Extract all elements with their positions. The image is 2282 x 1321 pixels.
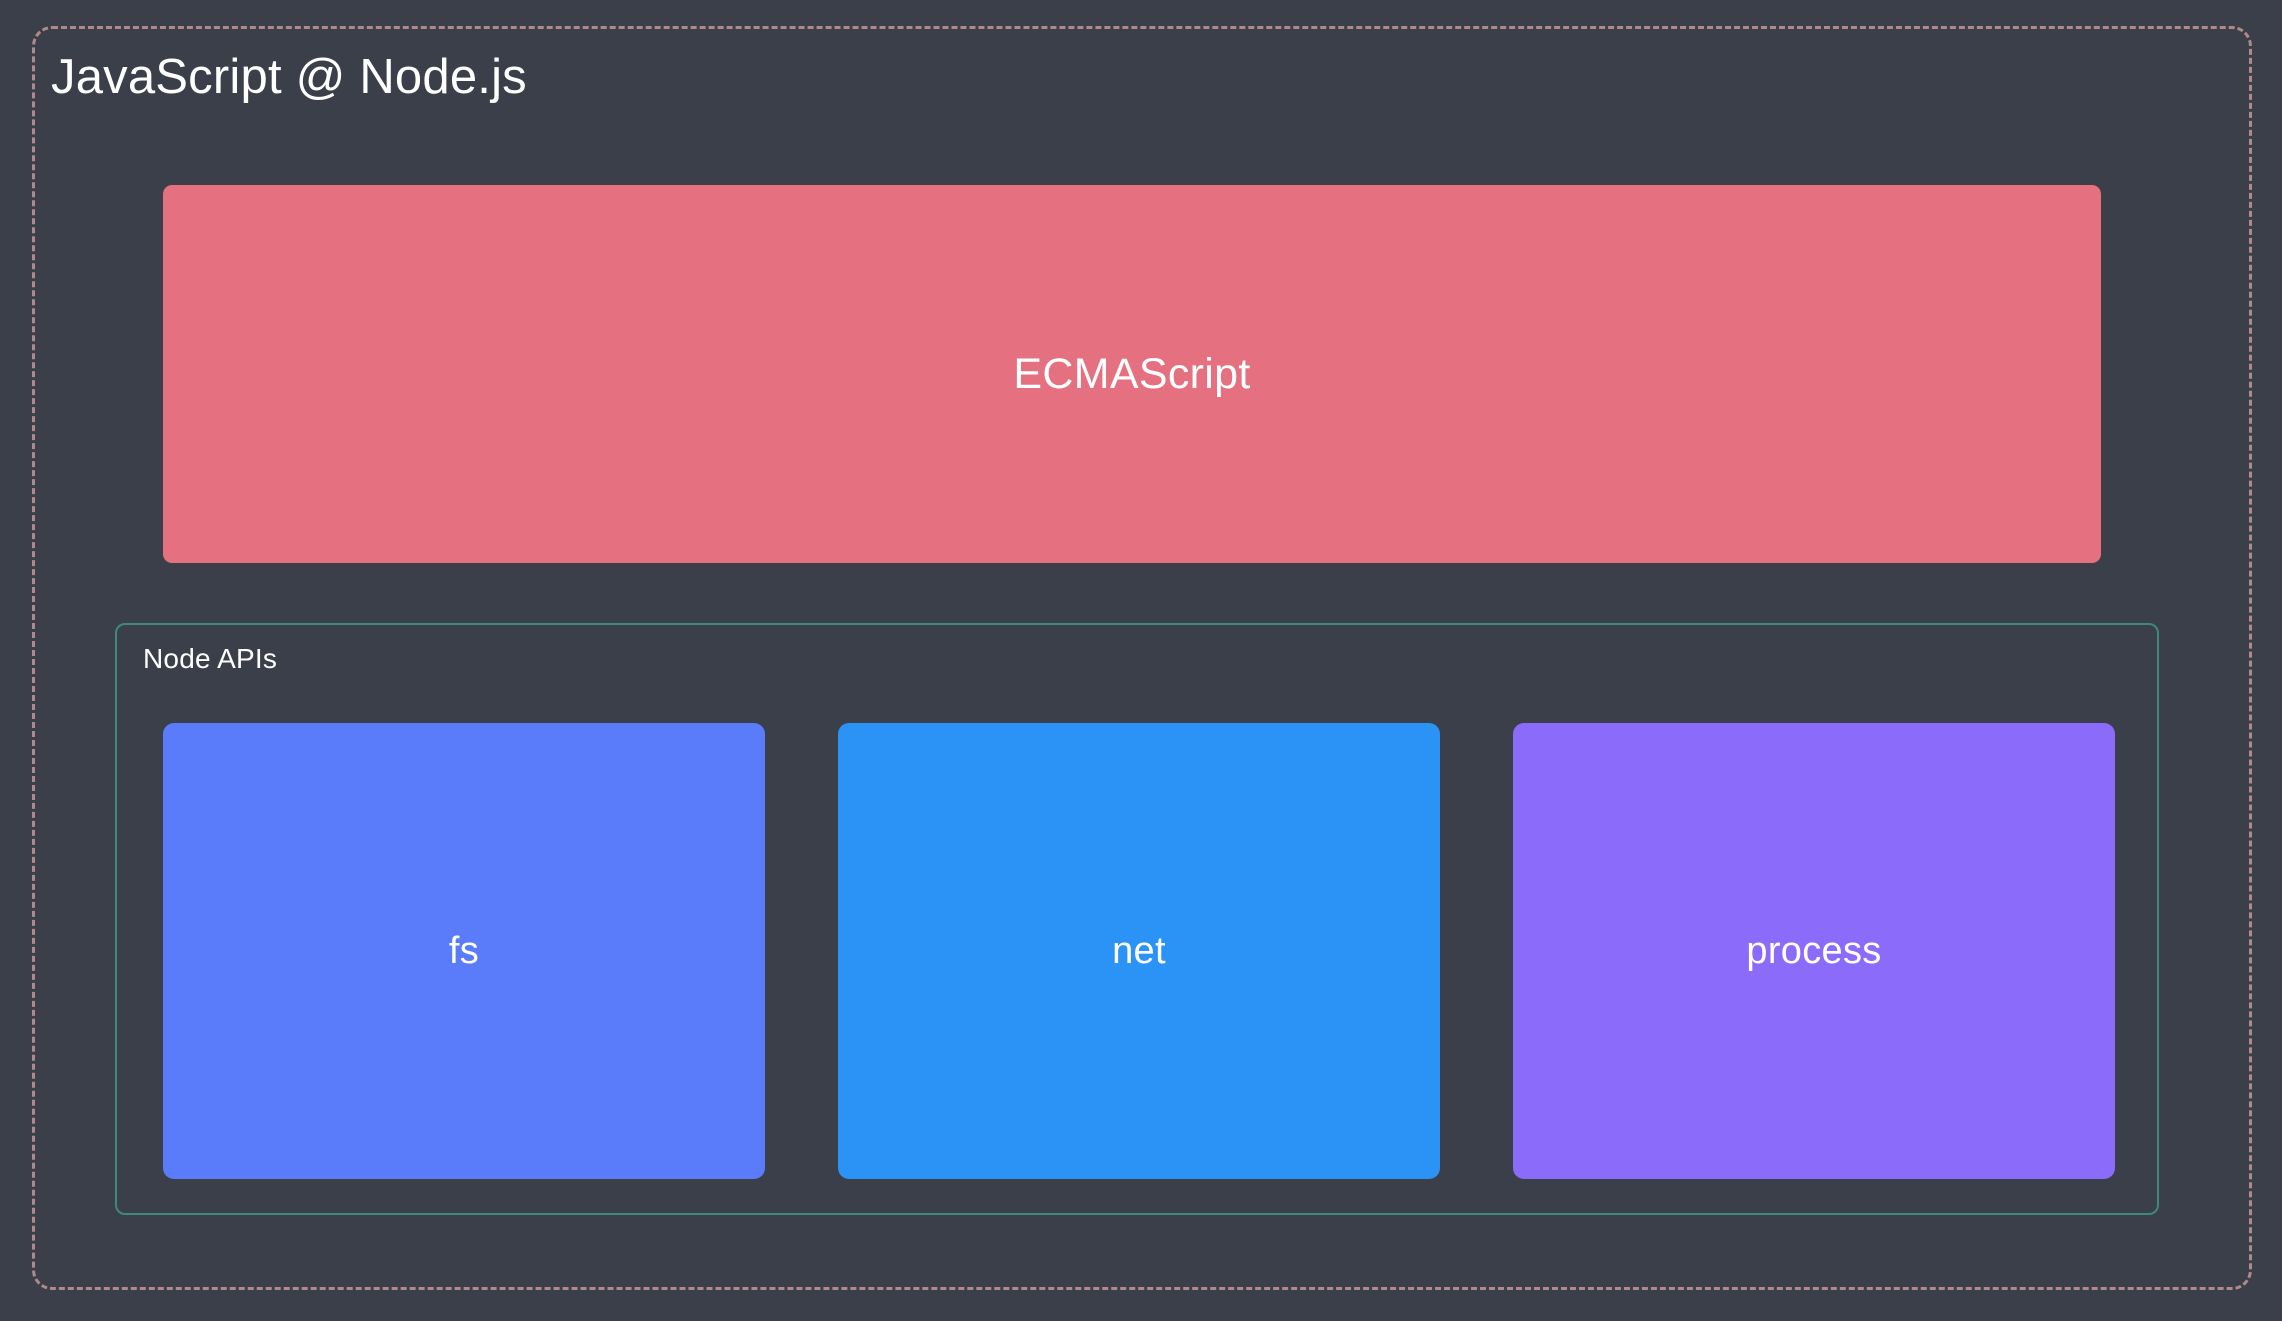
ecmascript-block[interactable]: ECMAScript [163, 185, 2101, 563]
node-apis-module-row: fs net process [163, 723, 2115, 1179]
javascript-node-group: JavaScript @ Node.js ECMAScript Node API… [32, 26, 2252, 1290]
module-label-fs: fs [448, 929, 480, 972]
node-apis-group: Node APIs fs net process [115, 623, 2159, 1215]
ecmascript-block-label: ECMAScript [1013, 349, 1251, 398]
module-box-fs[interactable]: fs [163, 723, 765, 1179]
node-apis-group-title: Node APIs [143, 643, 278, 674]
javascript-node-group-title: JavaScript @ Node.js [51, 50, 527, 104]
module-label-net: net [1112, 929, 1166, 972]
module-label-process: process [1746, 929, 1882, 972]
module-box-process[interactable]: process [1513, 723, 2115, 1179]
module-box-net[interactable]: net [838, 723, 1440, 1179]
